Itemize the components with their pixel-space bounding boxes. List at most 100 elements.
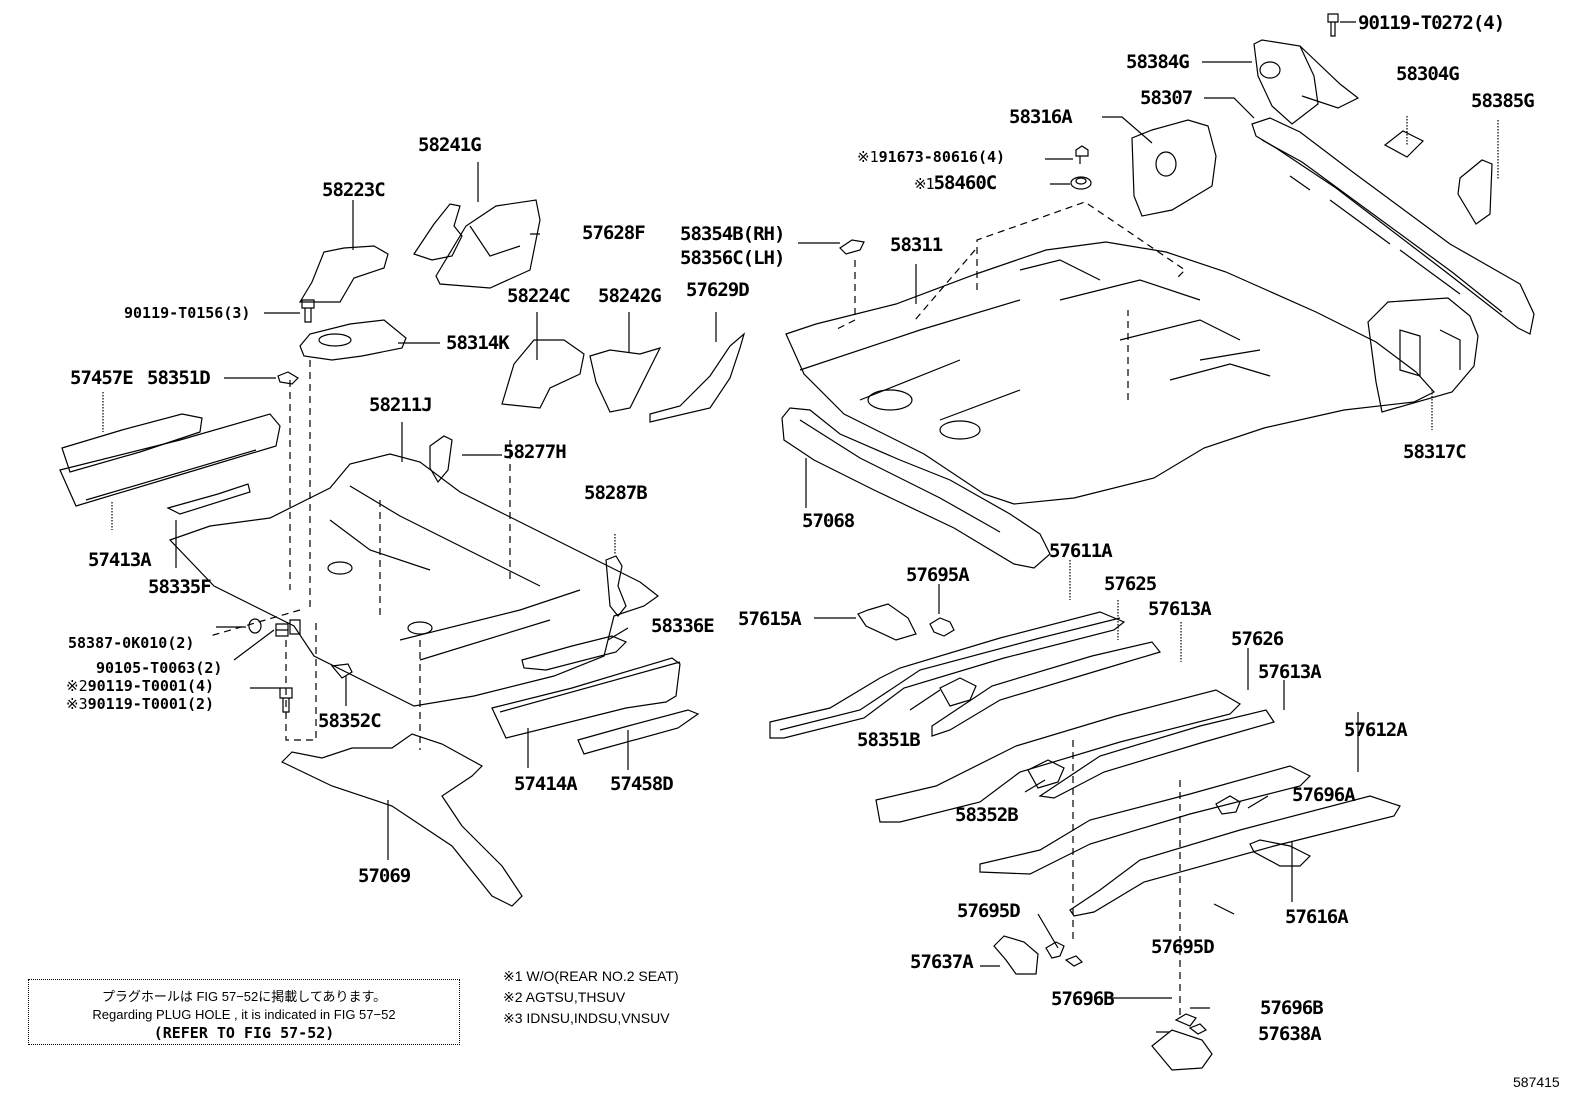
part-57069-crossmember: [280, 733, 523, 907]
callout-text: 58460C: [933, 172, 998, 194]
callout-58307: 58307: [1140, 87, 1193, 109]
callout-text: 91673-80616(4): [878, 148, 1006, 166]
part-57696A-clip: [1215, 795, 1241, 815]
callout-58241G: 58241G: [418, 134, 482, 156]
part-57625-reinforcement: [931, 641, 1162, 737]
callout-58242G: 58242G: [598, 285, 662, 307]
footnote-legend: ※1 W/O(REAR NO.2 SEAT) ※2 AGTSU,THSUV ※3…: [503, 966, 679, 1029]
legend-mark: ※1: [503, 968, 523, 984]
legend-mark: ※3: [503, 1010, 523, 1026]
part-57638A-bracket: [1151, 1029, 1213, 1071]
callout-57695D-1: 57695D: [957, 900, 1021, 922]
callout-58385G: 58385G: [1471, 90, 1535, 112]
plug-hole-note: プラグホールは FIG 57−52に掲載してあります。 Regarding PL…: [28, 979, 460, 1045]
part-57626-reinforcement: [1038, 709, 1275, 799]
part-58460C-grommet: [1070, 176, 1092, 190]
callout-57068: 57068: [802, 510, 855, 532]
callout-58460C: ※158460C: [914, 172, 998, 194]
part-57696B-clip-2: [1188, 1023, 1208, 1035]
callout-58224C: 58224C: [507, 285, 571, 307]
part-57613A-side-member-2: [979, 765, 1312, 875]
callout-58336E: 58336E: [651, 615, 715, 637]
part-57068-crossmember: [781, 407, 1051, 569]
callout-57458D: 57458D: [610, 773, 674, 795]
part-90119-T0272-bolt: [1327, 13, 1339, 37]
part-58223C-bracket: [298, 245, 389, 303]
callout-58351D: 58351D: [147, 367, 211, 389]
callout-58314K: 58314K: [446, 332, 510, 354]
callout-57695D-2: 57695D: [1151, 936, 1215, 958]
part-57695D-clip-2: [1064, 955, 1084, 967]
part-58314K-plate: [299, 319, 407, 361]
callout-57626: 57626: [1231, 628, 1284, 650]
callout-58311: 58311: [890, 234, 943, 256]
callout-58223C: 58223C: [322, 179, 386, 201]
callout-57638A: 57638A: [1258, 1023, 1322, 1045]
callout-58387-0K010: 58387-0K010(2): [68, 634, 195, 652]
callout-57637A: 57637A: [910, 951, 974, 973]
callout-57695A: 57695A: [906, 564, 970, 586]
callout-57613A-2: 57613A: [1258, 661, 1322, 683]
callout-90105-T0063: 90105-T0063(2): [96, 659, 223, 677]
legend-text: AGTSU,THSUV: [525, 989, 626, 1005]
footnote-mark: ※1: [914, 175, 935, 193]
part-57629D-pillar: [649, 332, 746, 423]
part-58307-back-panel: [1251, 117, 1535, 335]
part-91673-80616-clip: [1075, 145, 1089, 164]
part-57695A-clip: [929, 617, 955, 637]
footnote-mark: ※1: [857, 148, 879, 166]
part-58335F-reinforcement: [166, 483, 251, 515]
callout-58211J: 58211J: [369, 394, 433, 416]
callout-57696B-2: 57696B: [1260, 997, 1324, 1019]
callout-91673-80616: ※191673-80616(4): [857, 150, 1005, 165]
part-57628F-bracket: [435, 199, 541, 289]
note-english: Regarding PLUG HOLE , it is indicated in…: [92, 1007, 396, 1022]
callout-58304G: 58304G: [1396, 63, 1460, 85]
legend-item: ※1 W/O(REAR NO.2 SEAT): [503, 966, 679, 987]
callout-57625: 57625: [1104, 573, 1157, 595]
part-58277H-bracket: [429, 435, 453, 484]
part-58304G-plate: [1383, 130, 1425, 158]
part-58354B-58356C-bracket: [839, 239, 865, 255]
part-90119-T0156-bolt: [301, 299, 315, 323]
callout-57616A: 57616A: [1285, 906, 1349, 928]
note-japanese: プラグホールは FIG 57−52に掲載してあります。: [101, 989, 387, 1004]
part-58387-0K010-nut: [248, 618, 262, 634]
part-57616A-bracket: [1249, 839, 1312, 867]
callout-58384G: 58384G: [1126, 51, 1190, 73]
legend-text: W/O(REAR NO.2 SEAT): [526, 968, 679, 984]
note-reference: (REFER TO FIG 57-52): [153, 1024, 335, 1042]
callout-90119-T0156: 90119-T0156(3): [124, 304, 251, 322]
callout-57457E: 57457E: [70, 367, 134, 389]
callout-57628F: 57628F: [582, 222, 646, 244]
part-57458D-reinforcement: [577, 709, 700, 755]
callout-58335F: 58335F: [148, 576, 212, 598]
callout-58316A: 58316A: [1009, 106, 1073, 128]
callout-57613A-1: 57613A: [1148, 598, 1212, 620]
figure-number: 587415: [1513, 1074, 1560, 1090]
part-58336E-reinforcement: [521, 635, 628, 671]
part-58241G-bracket: [413, 203, 463, 261]
part-58224C-bracket: [501, 339, 585, 409]
part-58317C-panel: [1367, 297, 1479, 413]
part-57637A-bracket: [993, 935, 1039, 975]
callout-90119-T0001-4: ※290119-T0001(4): [66, 679, 214, 694]
callout-57069: 57069: [358, 865, 411, 887]
part-58385G-bracket: [1457, 159, 1493, 225]
part-57695D-clip-1: [1045, 941, 1065, 959]
part-58242G-bracket: [589, 347, 662, 413]
callout-57615A: 57615A: [738, 608, 802, 630]
callout-57413A: 57413A: [88, 549, 152, 571]
legend-text: IDNSU,INDSU,VNSUV: [526, 1010, 670, 1026]
callout-90119-T0272: 90119-T0272(4): [1358, 12, 1505, 34]
callout-58351B: 58351B: [857, 729, 921, 751]
callout-58277H: 58277H: [503, 441, 567, 463]
callout-90119-T0001-2: ※390119-T0001(2): [66, 697, 214, 712]
part-57611A-side-member: [769, 611, 1126, 739]
part-57696B-clip-1: [1174, 1013, 1197, 1027]
callout-58352B: 58352B: [955, 804, 1019, 826]
legend-item: ※3 IDNSU,INDSU,VNSUV: [503, 1008, 679, 1029]
legend-item: ※2 AGTSU,THSUV: [503, 987, 679, 1008]
part-58351D-clip: [277, 371, 299, 385]
